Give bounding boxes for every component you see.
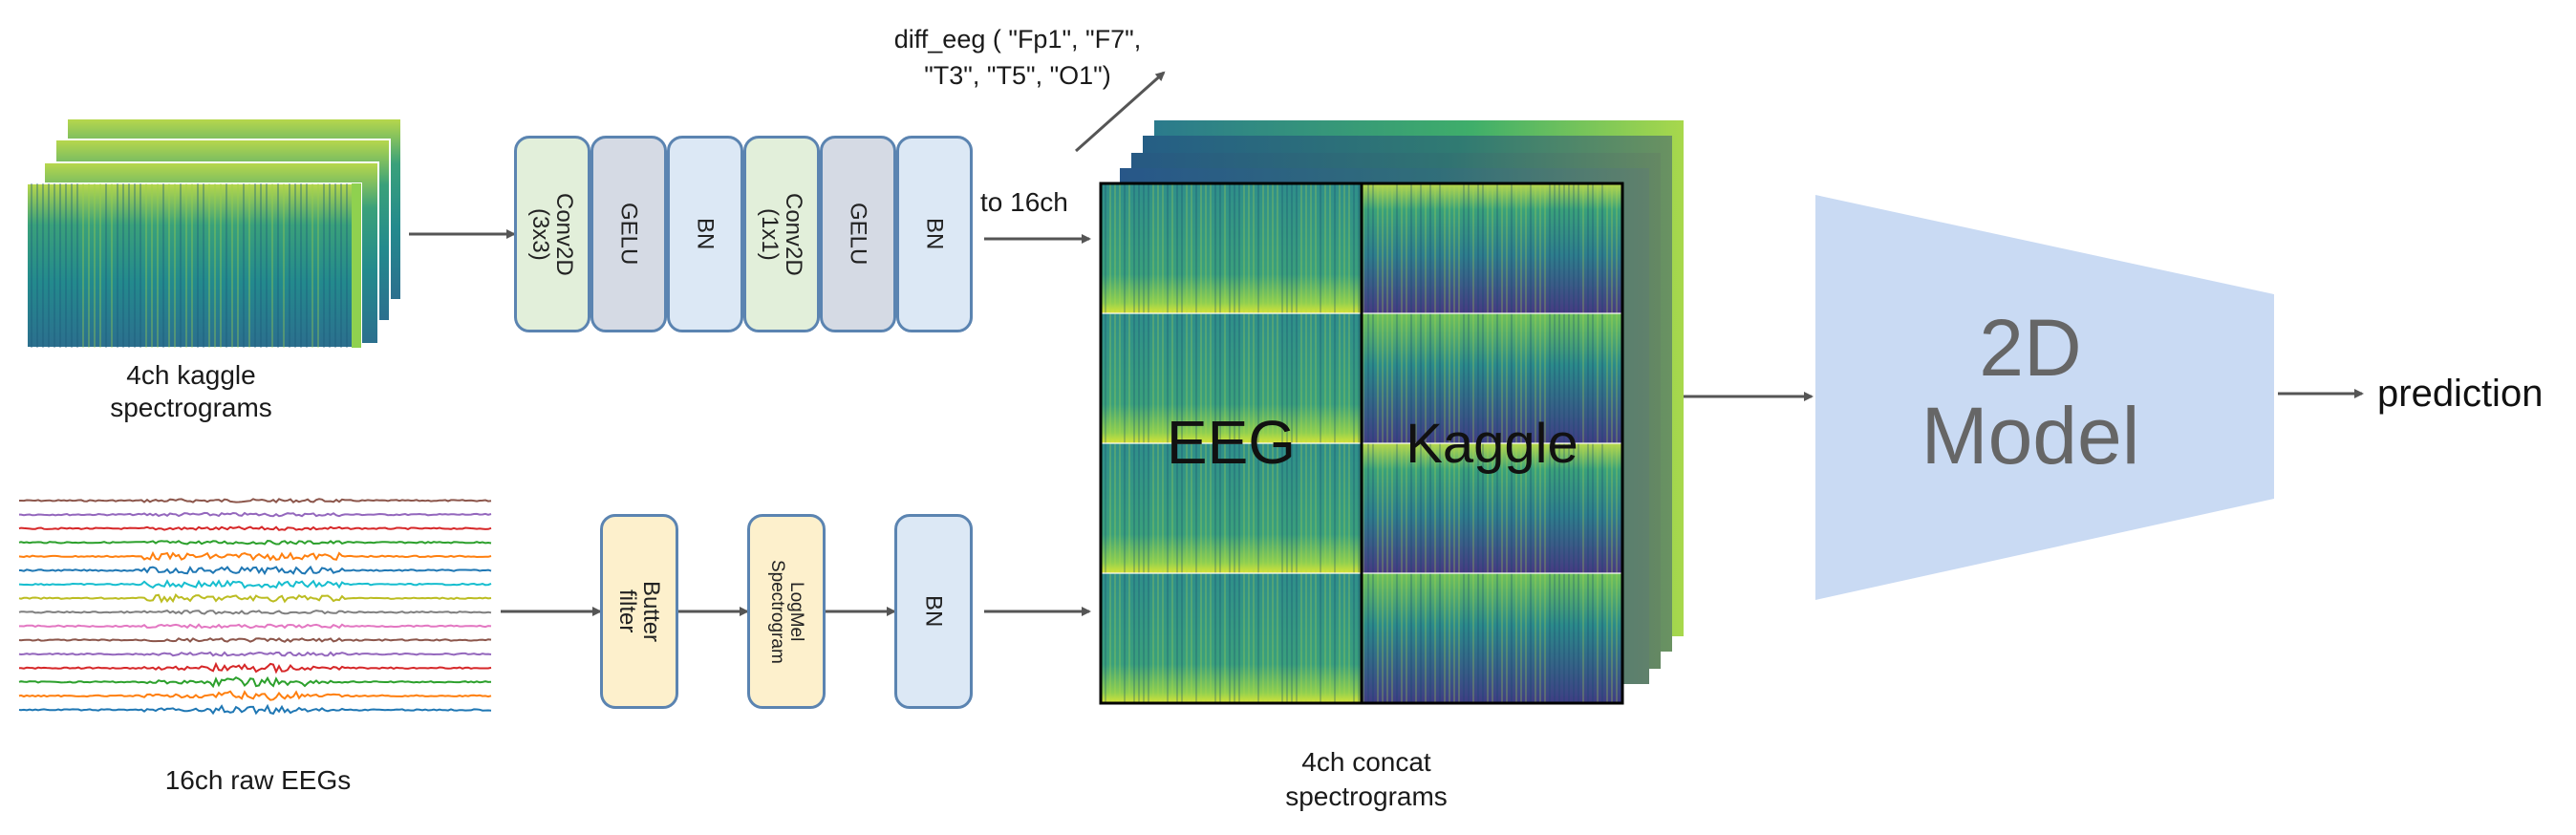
- eeg-trace: [18, 661, 492, 674]
- prediction-label: prediction: [2377, 373, 2544, 415]
- bn-label-3: BN: [920, 595, 947, 628]
- eeg-trace: [18, 579, 492, 589]
- bn-block-1: BN: [667, 136, 743, 332]
- logmel-spectrogram-label: LogMel Spectrogram: [767, 559, 806, 664]
- eeg-trace: [18, 540, 492, 546]
- gelu-label-2: GELU: [845, 203, 871, 266]
- kaggle-panel: [1362, 183, 1622, 703]
- concat-eeg-label: EEG: [1166, 408, 1297, 477]
- eeg-trace: [18, 675, 492, 689]
- arrow-diff-eeg: [1075, 71, 1166, 153]
- eeg-trace: [18, 593, 492, 604]
- eeg-trace: [19, 565, 492, 576]
- eeg-trace: [18, 550, 492, 562]
- conv2d-3x3-label: Conv2D (3x3): [527, 192, 578, 276]
- kaggle-spectrogram-stack: [26, 118, 402, 349]
- eeg-trace: [18, 651, 492, 657]
- eeg-panel: [1101, 183, 1362, 703]
- bn-label-2: BN: [921, 218, 948, 250]
- eeg-input-label: 16ch raw EEGs: [164, 765, 352, 795]
- eeg-trace: [18, 610, 492, 615]
- eeg-trace: [19, 511, 492, 518]
- conv2d-1x1-block: Conv2D (1x1): [743, 136, 820, 332]
- diff-eeg-label: diff_eeg ( "Fp1", "F7", "T3", "T5", "O1"…: [893, 25, 1142, 90]
- concat-kaggle-label: Kaggle: [1406, 413, 1578, 475]
- logmel-spectrogram-block: LogMel Spectrogram: [747, 514, 826, 709]
- bn-block-3: BN: [894, 514, 973, 709]
- conv2d-1x1-label: Conv2D (1x1): [757, 192, 807, 276]
- gelu-label-1: GELU: [615, 203, 642, 266]
- butter-filter-block: Butter filter: [600, 514, 678, 709]
- model-trapezoid: [1815, 195, 2274, 600]
- eeg-trace: [19, 623, 492, 630]
- bn-block-2: BN: [896, 136, 973, 332]
- eeg-trace: [18, 525, 492, 531]
- gelu-block-1: GELU: [590, 136, 667, 332]
- to-16ch-label: to 16ch: [980, 187, 1068, 217]
- eeg-trace: [18, 637, 492, 643]
- concat-caption: 4ch concat spectrograms: [1285, 747, 1448, 811]
- eeg-trace: [19, 498, 492, 503]
- bn-label-1: BN: [692, 218, 719, 250]
- butter-filter-label: Butter filter: [614, 580, 665, 643]
- concat-spectrogram-stack: [1099, 120, 1684, 705]
- eeg-trace: [18, 703, 492, 716]
- eeg-trace: [18, 690, 492, 701]
- model-label: 2D Model: [1921, 303, 2140, 481]
- gelu-block-2: GELU: [820, 136, 896, 332]
- kaggle-input-label: 4ch kaggle spectrograms: [110, 360, 272, 422]
- conv2d-3x3-block: Conv2D (3x3): [514, 136, 590, 332]
- eeg-waveforms: [18, 498, 492, 716]
